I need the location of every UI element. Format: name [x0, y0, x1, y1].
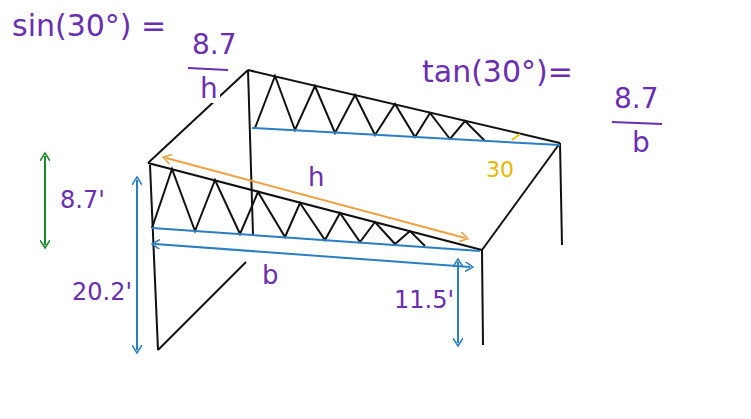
height-arrow: [44, 156, 46, 245]
angle-label: 30: [484, 158, 516, 181]
frame-lines: [148, 70, 562, 350]
hypotenuse-label: h: [306, 164, 326, 191]
dimension-label: 20.2': [70, 280, 134, 305]
hypotenuse-arrow: [166, 158, 465, 238]
tangent-formula: tan(30°)=: [420, 56, 575, 88]
base-label: b: [260, 262, 281, 289]
numerator: 8.7: [190, 30, 239, 59]
denominator: h: [198, 74, 220, 103]
dimension-label: 11.5': [392, 288, 456, 313]
numerator: 8.7: [612, 84, 661, 113]
blue-lines: [137, 128, 560, 350]
sine-formula: sin(30°) =: [10, 10, 168, 42]
angle-tick: [512, 134, 520, 140]
denominator: b: [630, 128, 652, 157]
dimension-label: 8.7': [58, 188, 107, 213]
